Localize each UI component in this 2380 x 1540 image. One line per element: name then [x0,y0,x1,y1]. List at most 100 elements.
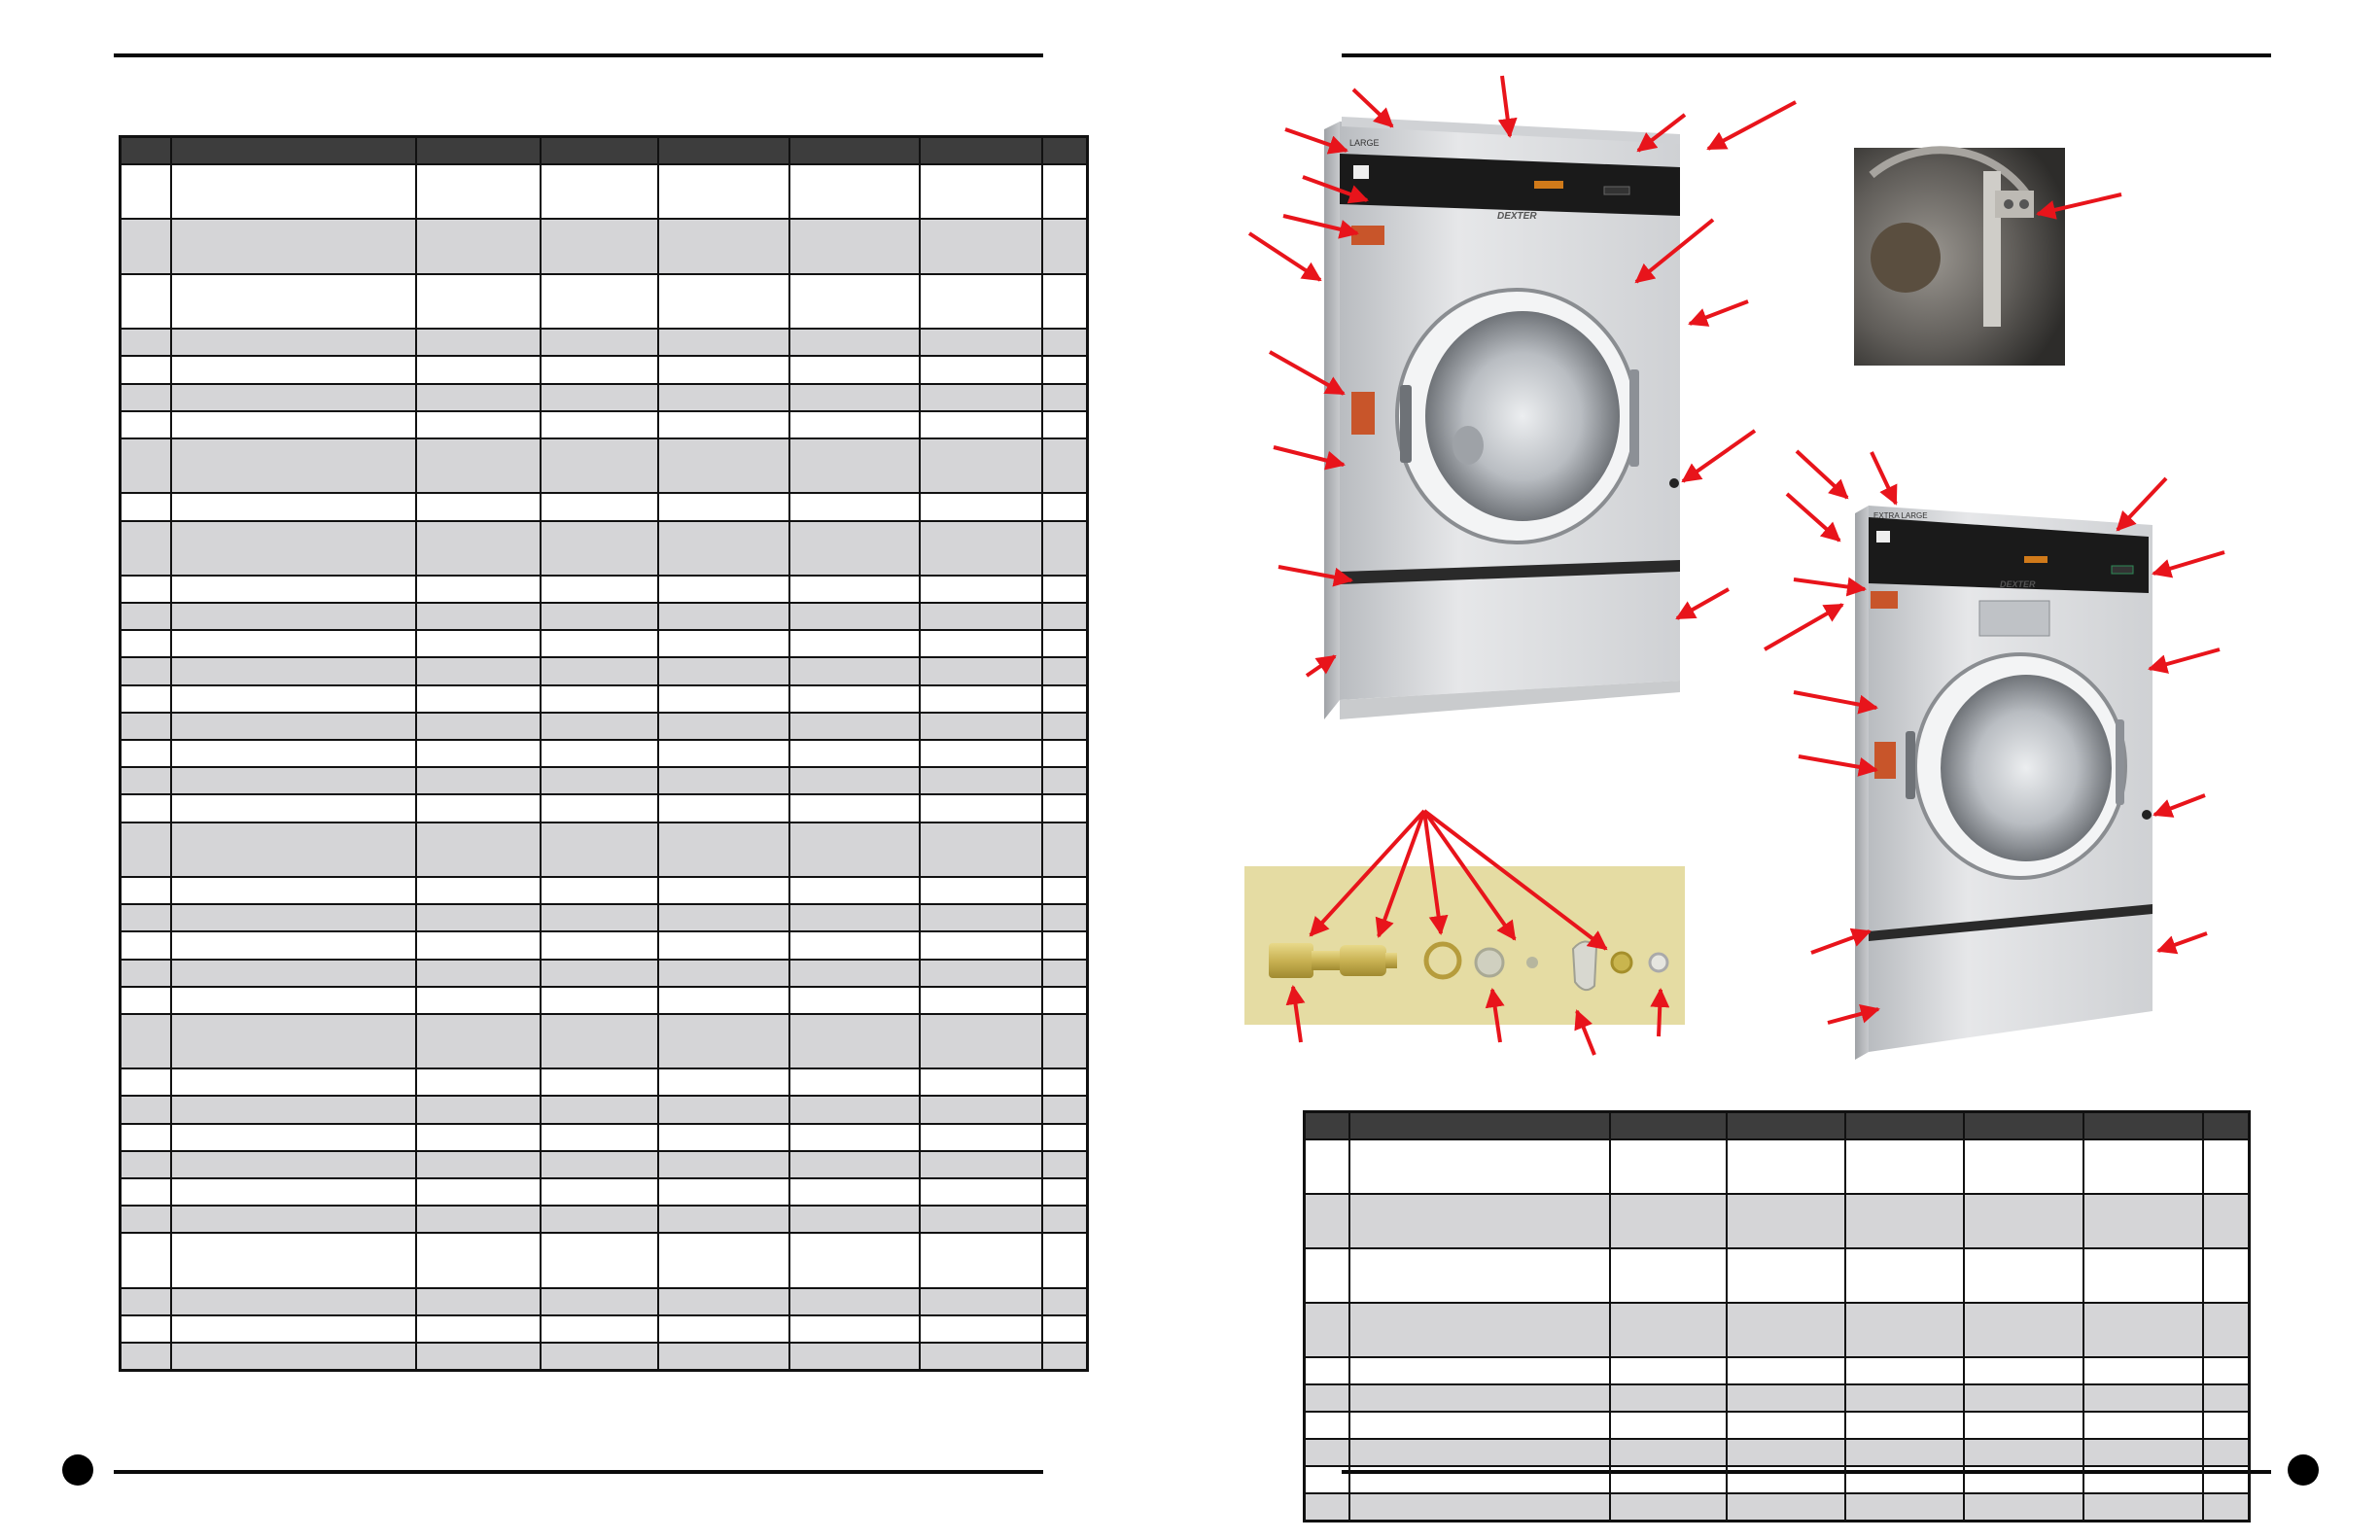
table-cell [656,711,790,742]
table-cell [1040,656,1089,686]
table-cell [1962,1138,2084,1195]
table-cell [414,602,542,632]
table-cell [788,574,921,605]
table-cell [119,1313,172,1345]
table-cell [1303,1465,1350,1494]
table-cell [169,492,417,522]
table-cell [414,574,542,605]
table-cell [1843,1383,1965,1413]
table-cell [918,656,1043,686]
table-cell [1303,1411,1350,1440]
table-cell [1725,1383,1846,1413]
table-row [119,272,1089,331]
table-row [119,437,1089,495]
table-row [119,1095,1089,1125]
table-row [119,1313,1089,1345]
table-cell [656,739,790,769]
table-cell [539,930,659,961]
table-cell [169,437,417,495]
table-cell [1040,1068,1089,1098]
table-cell [2201,1247,2251,1304]
table-cell [1608,1356,1728,1385]
table-row [1303,1193,2251,1249]
xl-washer-label: EXTRA LARGE [1873,511,1928,520]
table-cell [656,958,790,988]
table-cell [2082,1138,2204,1195]
table-cell [1040,766,1089,796]
table-cell [1303,1193,1350,1249]
table-cell [414,1313,542,1345]
table-cell [169,1177,417,1208]
table-cell [656,1232,790,1289]
table-row [119,985,1089,1015]
table-cell [1608,1302,1728,1358]
table-row [1303,1247,2251,1304]
left-table-header-row [119,136,1089,164]
table-cell [1608,1383,1728,1413]
right-top-rule [1342,53,2271,57]
table-cell [119,602,172,632]
table-cell [119,355,172,385]
table-cell [119,409,172,439]
table-cell [788,958,921,988]
table-cell [539,1149,659,1180]
table-row [1303,1302,2251,1358]
table-cell [119,1342,172,1372]
table-cell [1040,382,1089,412]
table-cell [169,162,417,221]
table-row [119,574,1089,605]
left-parts-table [119,135,1089,1373]
table-row [119,930,1089,961]
table-cell [2082,1356,2204,1385]
table-cell [1962,1302,2084,1358]
table-cell [539,492,659,522]
table-cell [2201,1438,2251,1467]
table-cell [918,272,1043,331]
table-cell [539,1313,659,1345]
table-cell [1843,1138,1965,1195]
table-cell [169,985,417,1015]
table-cell [414,519,542,577]
table-cell [414,1012,542,1070]
table-cell [414,629,542,659]
table-row [1303,1138,2251,1195]
table-cell [656,1012,790,1070]
table-cell [539,218,659,275]
table-cell [1348,1465,1611,1494]
table-cell [1843,1247,1965,1304]
table-cell [788,1313,921,1345]
table-cell [119,1095,172,1125]
table-row [119,958,1089,988]
table-cell [1040,492,1089,522]
table-cell [2201,1356,2251,1385]
table-cell [2082,1438,2204,1467]
table-row [1303,1356,2251,1385]
table-cell [169,683,417,714]
table-cell [918,1122,1043,1152]
table-row [119,766,1089,796]
table-cell [539,1232,659,1289]
table-cell [656,629,790,659]
table-cell [414,492,542,522]
table-cell [656,985,790,1015]
table-cell [1348,1247,1611,1304]
table-cell [2082,1302,2204,1358]
table-cell [918,1286,1043,1317]
right-table-header-row [1303,1111,2251,1139]
table-cell [656,1095,790,1125]
table-cell [1040,985,1089,1015]
lock-parts-photo [1244,866,1685,1025]
table-cell [656,437,790,495]
table-cell [119,683,172,714]
table-cell [1303,1438,1350,1467]
table-cell [788,218,921,275]
table-cell [119,656,172,686]
table-cell [1040,1313,1089,1345]
table-cell [2201,1411,2251,1440]
table-cell [788,437,921,495]
table-cell [414,766,542,796]
table-cell [788,355,921,385]
table-cell [2201,1492,2251,1522]
table-cell [656,793,790,823]
table-cell [1843,1465,1965,1494]
